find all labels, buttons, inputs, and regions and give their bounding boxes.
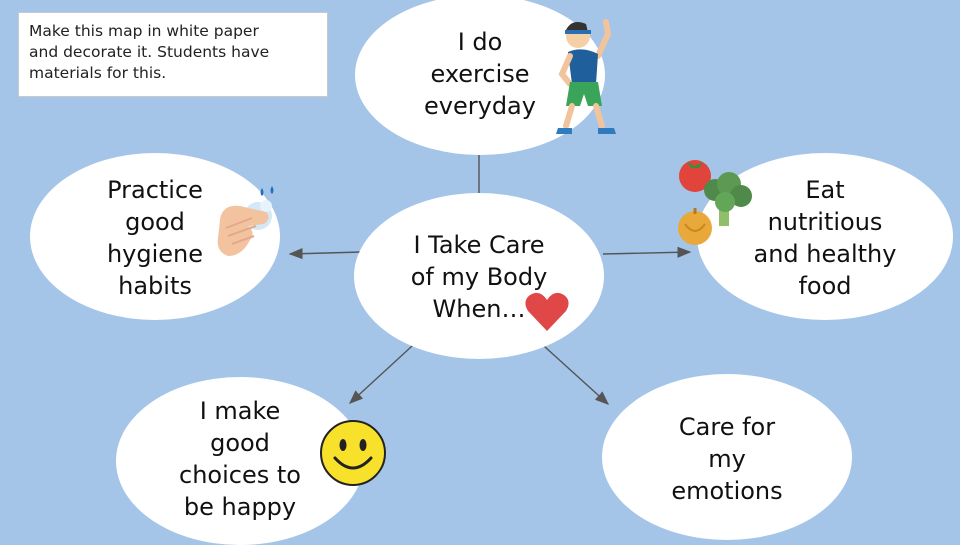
node-center-label: I Take Care of my Body When…	[410, 231, 548, 323]
exercising-boy-icon	[556, 19, 616, 134]
smiley-face-icon	[320, 420, 386, 486]
heart-icon	[525, 292, 569, 331]
instruction-note: Make this map in white paper and decorat…	[18, 12, 328, 97]
arrow-to-hygiene	[288, 248, 363, 260]
node-emotions-label: Care for my emotions	[671, 413, 783, 505]
node-choices-label: I make good choices to be happy	[179, 397, 301, 521]
washing-hands-icon	[217, 186, 274, 256]
node-center	[354, 193, 604, 359]
vegetables-icon	[678, 160, 752, 245]
arrow-to-food	[602, 246, 692, 258]
node-food-label: Eat nutritious and healthy food	[753, 176, 897, 300]
node-exercise-label: I do exercise everyday	[424, 28, 536, 120]
node-emotions	[602, 374, 852, 540]
arrow-to-emotions	[533, 336, 610, 405]
node-hygiene-label: Practice good hygiene habits	[106, 176, 204, 300]
